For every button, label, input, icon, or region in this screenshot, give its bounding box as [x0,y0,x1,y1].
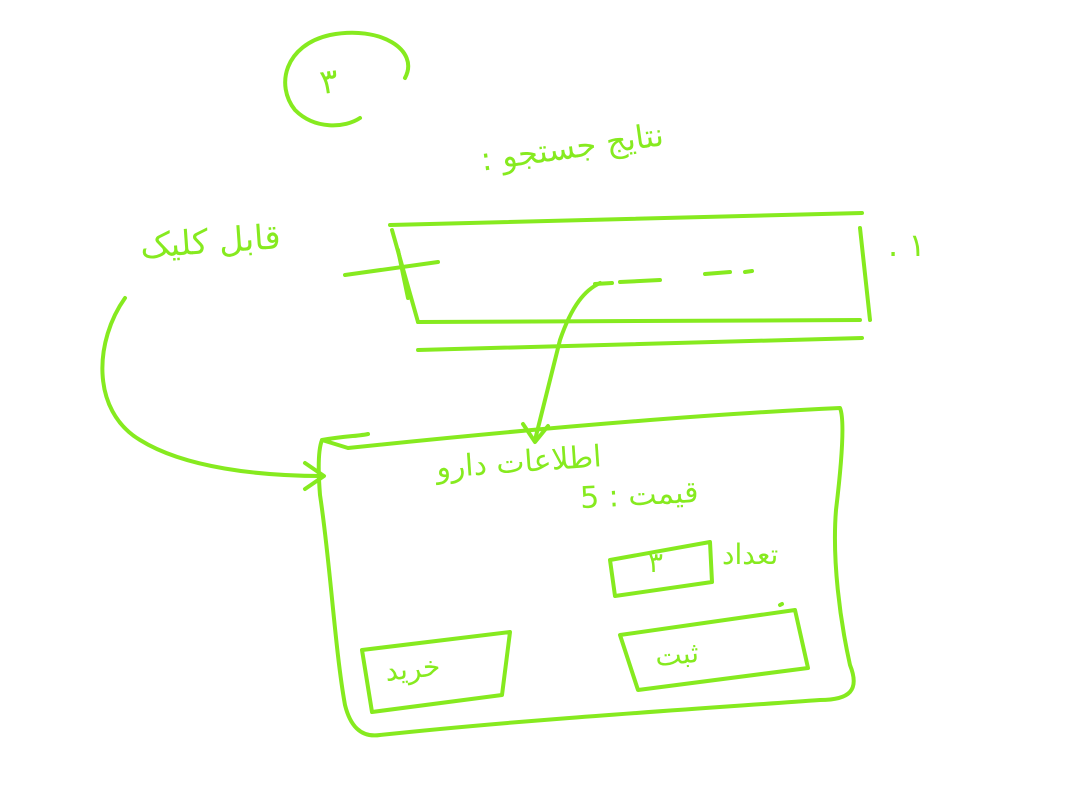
register-button-label: ثبت [653,635,701,674]
click-pointer-mark [343,248,440,300]
row-to-card-arrow [533,281,602,442]
quantity-label: تعداد [722,538,779,571]
click-to-card-arrowhead [303,461,326,491]
result-row-top-line [388,211,864,227]
result-row-placeholder [593,269,754,286]
step-marker-circle [283,30,411,128]
buy-button-outline [360,630,512,714]
result-row-underline [416,336,864,352]
buy-button-label: خرید [383,649,442,688]
product-price: قیمت : 5 [579,474,700,517]
quantity-box [608,540,714,598]
click-to-card-arrow [100,296,324,478]
result-row-right-line [858,226,872,322]
result-row-bottom-line [416,318,862,324]
result-row-number: . ١ [888,226,926,264]
quantity-value: ٣ [648,546,664,579]
register-button-outline [618,602,810,692]
product-card-outline [316,406,856,738]
